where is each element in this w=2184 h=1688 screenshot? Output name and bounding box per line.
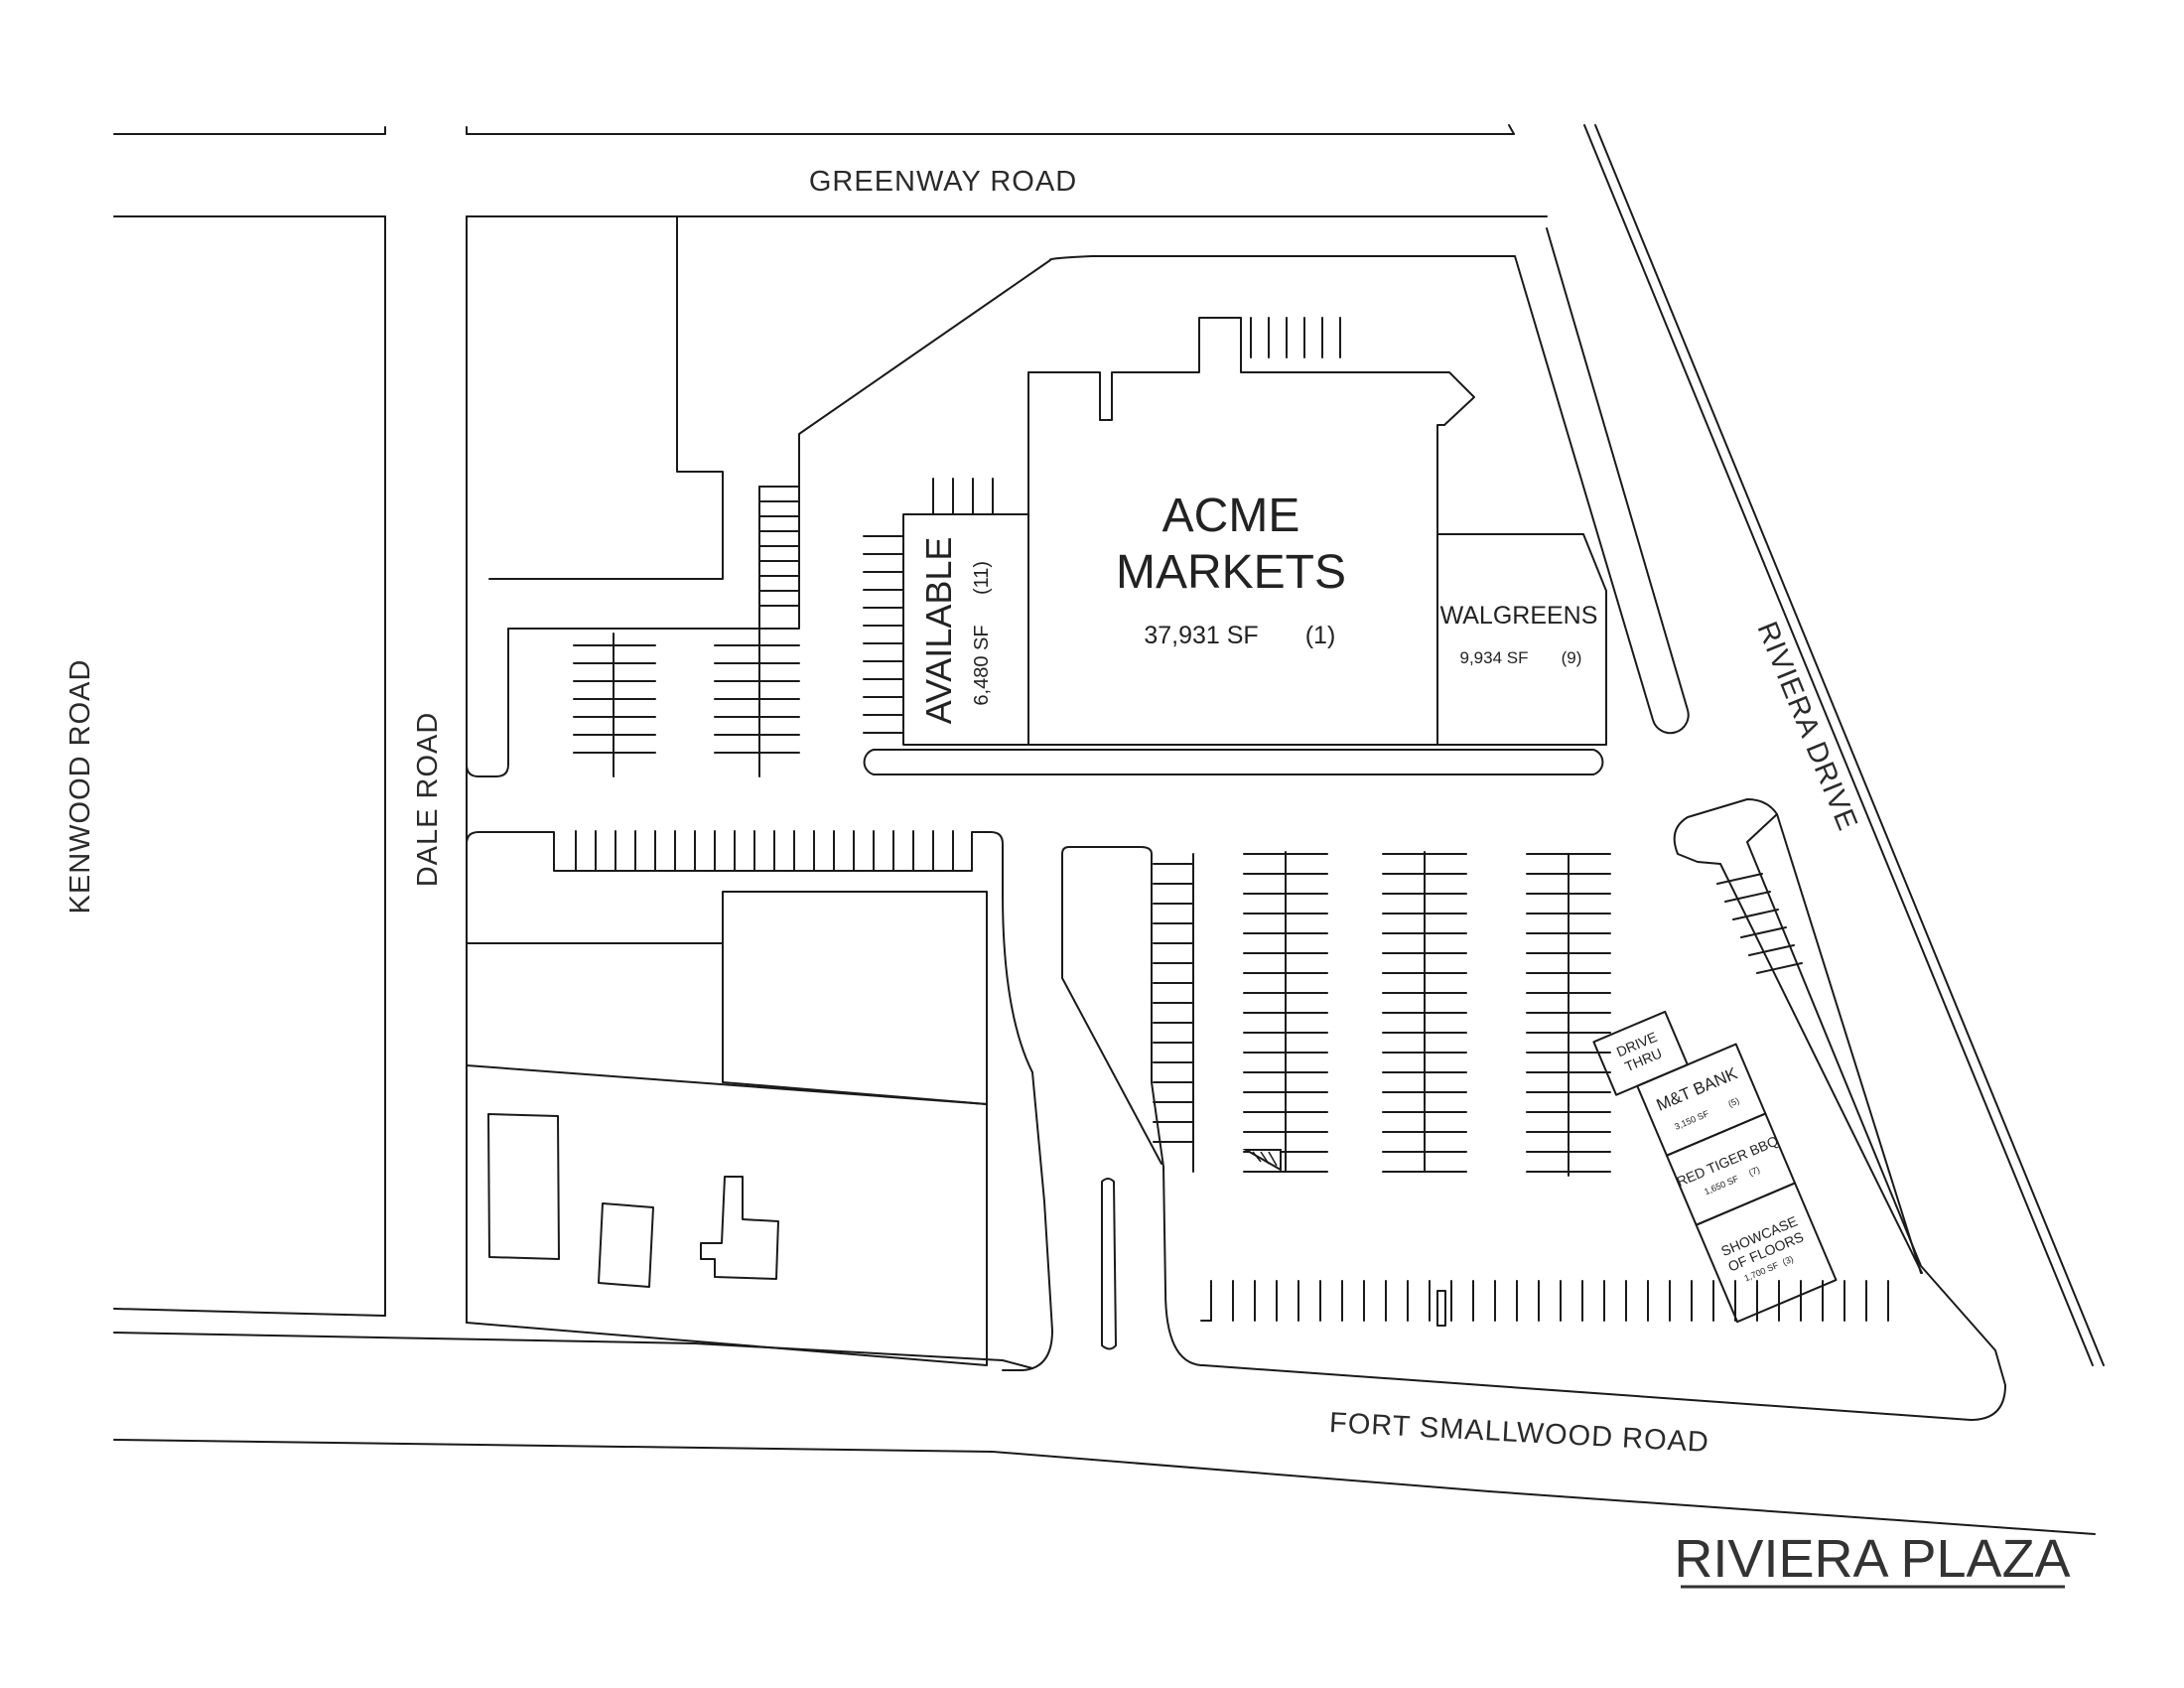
road-label-kenwood: KENWOOD ROAD	[65, 659, 96, 914]
left-south-block	[466, 830, 988, 1366]
acme-size: 37,931 SF	[1144, 622, 1258, 649]
mt-bank-label: M&T BANK	[1654, 1063, 1741, 1115]
walgreens-unit: (9)	[1562, 648, 1582, 667]
acme-unit: (1)	[1305, 622, 1336, 649]
walgreens-size: 9,934 SF	[1460, 648, 1529, 667]
street-lines	[113, 124, 2105, 1535]
north-buildings	[573, 317, 1607, 777]
mt-bank-size: 3,150 SF	[1673, 1108, 1710, 1132]
red-tiger-unit: (7)	[1747, 1165, 1761, 1179]
road-label-riviera: RIVIERA DRIVE	[1751, 618, 1864, 836]
site-boundaries	[466, 215, 2006, 1421]
road-label-dale: DALE ROAD	[412, 712, 444, 888]
parking-south-center	[1153, 851, 1889, 1327]
acme-label-line2: MARKETS	[1116, 546, 1346, 599]
showcase-unit: (3)	[1781, 1254, 1795, 1268]
available-label: AVAILABLE	[918, 537, 959, 725]
available-size: 6,480 SF	[971, 625, 993, 705]
plaza-title: RIVIERA PLAZA	[1674, 1529, 2070, 1589]
pad-building	[1592, 1010, 1838, 1324]
road-label-fort-smallwood: FORT SMALLWOOD ROAD	[1328, 1407, 1709, 1459]
available-unit: (11)	[971, 561, 993, 595]
walgreens-label: WALGREENS	[1440, 602, 1598, 630]
road-label-greenway: GREENWAY ROAD	[809, 166, 1077, 198]
mt-bank-unit: (5)	[1726, 1095, 1740, 1109]
acme-label-line1: ACME	[1162, 490, 1300, 542]
